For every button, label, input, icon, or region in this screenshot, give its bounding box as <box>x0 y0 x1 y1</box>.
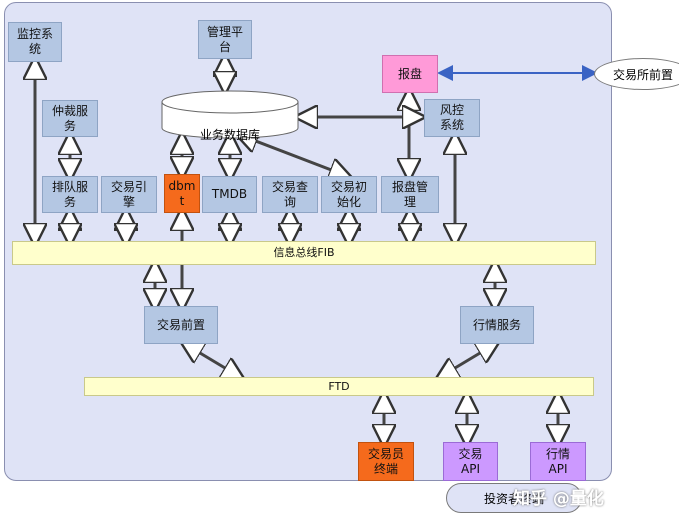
watermark: 知乎 @量化 <box>513 489 604 509</box>
report-node: 报盘 <box>382 55 438 93</box>
exchange-front: 交易所前置 <box>594 58 679 90</box>
investor-terminal: 投资者终端 <box>446 483 582 513</box>
quote-api: 行情 API <box>530 442 586 481</box>
arrow-db-init <box>240 135 347 176</box>
queue-service: 排队服 务 <box>42 176 98 213</box>
trade-init: 交易初 始化 <box>321 176 377 213</box>
trade-api: 交易 API <box>443 442 498 481</box>
ftd-bar: FTD <box>84 377 594 396</box>
trader-terminal: 交易员 终端 <box>358 442 414 481</box>
info-bus-fib: 信息总线FIB <box>12 241 596 265</box>
arbitration-service: 仲裁服 务 <box>42 100 98 137</box>
arrow-tradefront-ftd <box>185 344 240 377</box>
database-label: 业务数据库 <box>199 128 260 142</box>
monitor-system: 监控系 统 <box>8 22 62 62</box>
risk-control-system: 风控 系统 <box>424 99 480 137</box>
dbmt-node: dbm t <box>164 174 200 213</box>
trade-query: 交易查 询 <box>262 176 318 213</box>
arrow-quote-ftd <box>440 344 495 377</box>
tmdb-node: TMDB <box>202 176 257 213</box>
trade-front: 交易前置 <box>144 306 218 344</box>
mgmt-platform: 管理平 台 <box>198 20 252 59</box>
report-management: 报盘管 理 <box>381 176 439 213</box>
quote-service: 行情服务 <box>460 306 534 344</box>
trade-engine: 交易引 擎 <box>101 176 157 213</box>
